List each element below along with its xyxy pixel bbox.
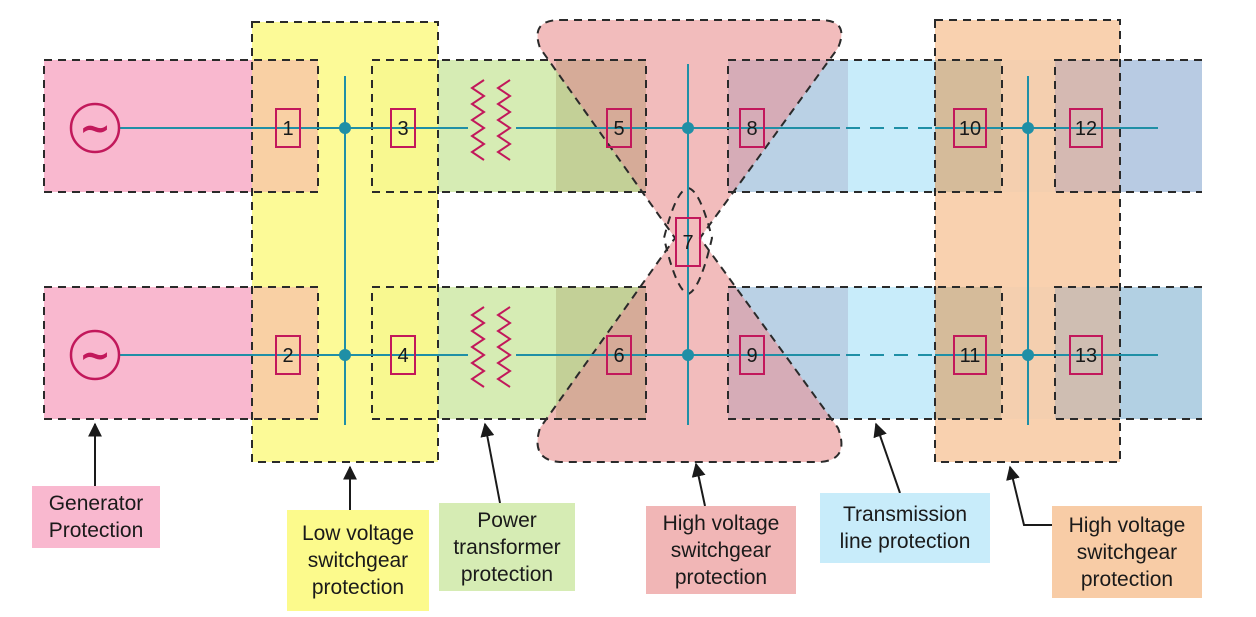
breaker-13: 13	[1069, 335, 1103, 375]
breaker-box	[275, 335, 301, 375]
label-low-voltage-switchgear-protection: Low voltage switchgear protection	[287, 510, 429, 611]
transformer-top	[470, 79, 512, 161]
breaker-box	[675, 217, 701, 267]
junction-dots	[339, 122, 1034, 361]
junction-dot	[339, 349, 351, 361]
zone-outlines	[43, 19, 1202, 463]
breaker-box	[739, 335, 765, 375]
arrow-transmission	[873, 422, 901, 494]
breaker-8: 8	[739, 108, 765, 148]
transformer-bottom	[470, 306, 512, 388]
label-generator-protection: Generator Protection	[32, 486, 160, 548]
breaker-label: 7	[682, 232, 693, 254]
zone-overlap-hv-trans-bottom	[728, 287, 848, 419]
zone-overlap-trans-hvr-bottom	[935, 287, 1001, 419]
breaker-label: 4	[397, 345, 408, 367]
zone-far-right-bottom-outline	[1054, 286, 1202, 420]
breaker-label: 2	[282, 345, 293, 367]
zone-transmission-end-top	[1055, 60, 1202, 192]
zone-generator-bottom-overlap	[252, 287, 318, 419]
zone-high-voltage-center-outline	[536, 19, 843, 463]
breaker-11: 11	[953, 335, 987, 375]
breaker-label: 6	[613, 345, 624, 367]
arrow-high-voltage-center	[691, 462, 706, 507]
breaker-label: 8	[746, 118, 757, 140]
breaker-label: 9	[746, 345, 757, 367]
breaker-box	[1069, 335, 1103, 375]
arrows	[88, 422, 1052, 526]
breaker-6: 6	[606, 335, 632, 375]
zone-transmission-end-bottom	[1055, 287, 1202, 419]
zone-high-voltage-right-outline	[934, 19, 1121, 463]
label-high-voltage-switchgear-protection-right: High voltage switchgear protection	[1052, 506, 1202, 598]
zone-transmission-bottom-outline	[727, 286, 1003, 420]
breaker-label: 13	[1075, 345, 1097, 367]
generator-symbol: ~	[79, 106, 111, 150]
junction-dot	[1022, 349, 1034, 361]
zone-generator-top-overlap	[252, 60, 318, 192]
breaker-box	[953, 335, 987, 375]
breaker-box	[390, 335, 416, 375]
breaker-label: 1	[282, 118, 293, 140]
generator-bottom: ~	[69, 329, 121, 381]
breaker-10: 10	[953, 108, 987, 148]
junction-dot	[682, 122, 694, 134]
zone-high-voltage-center-fill	[537, 20, 842, 462]
zone-transformer-bottom-outline	[371, 286, 647, 420]
breakers: 1 2 3 4 5 6 7 8	[275, 108, 1103, 375]
breaker-12: 12	[1069, 108, 1103, 148]
breaker-box	[739, 108, 765, 148]
breaker-7: 7	[675, 217, 701, 267]
breaker-3: 3	[390, 108, 416, 148]
generator-icon	[69, 329, 121, 381]
label-power-transformer-protection: Power transformer protection	[439, 503, 575, 591]
breaker-box	[275, 108, 301, 148]
generator-symbol: ~	[79, 333, 111, 377]
zone-overlap-tx-hv-bottom	[556, 287, 646, 419]
junction-dot	[682, 349, 694, 361]
transformer-winding-icon	[496, 306, 512, 388]
transformer-winding-icon	[470, 79, 486, 161]
generator-top: ~	[69, 102, 121, 154]
zone-far-right-top-outline	[1054, 59, 1202, 193]
arrow-transformer	[480, 422, 501, 504]
junction-dot	[1022, 122, 1034, 134]
transformer-winding-icon	[470, 306, 486, 388]
label-high-voltage-switchgear-protection-center: High voltage switchgear protection	[646, 506, 796, 594]
zone-overlap-tx-hv-top	[556, 60, 646, 192]
zone-generator-top-outline	[43, 59, 319, 193]
breaker-box	[606, 335, 632, 375]
breaker-9: 9	[739, 335, 765, 375]
breaker-label: 3	[397, 118, 408, 140]
junction-dot	[339, 122, 351, 134]
zone-transmission-top-outline	[727, 59, 1003, 193]
breaker-label: 10	[959, 118, 981, 140]
breaker-label: 5	[613, 118, 624, 140]
generator-icon	[69, 102, 121, 154]
zone-transformer-top-outline	[371, 59, 647, 193]
arrow-high-voltage-right	[1006, 465, 1052, 526]
breaker-2: 2	[275, 335, 301, 375]
label-transmission-line-protection: Transmission line protection	[820, 493, 990, 563]
breaker-box	[606, 108, 632, 148]
breaker-5: 5	[606, 108, 632, 148]
breaker-label: 11	[960, 345, 981, 367]
breaker-4: 4	[390, 335, 416, 375]
breaker-box	[390, 108, 416, 148]
zone-overlap-trans-hvr-top	[935, 60, 1001, 192]
breaker-box	[1069, 108, 1103, 148]
transformer-winding-icon	[496, 79, 512, 161]
zone-generator-bottom-outline	[43, 286, 319, 420]
breaker-label: 12	[1075, 118, 1097, 140]
breaker-box	[953, 108, 987, 148]
zone-overlap-hv-trans-top	[728, 60, 848, 192]
zone-low-voltage-outline	[251, 21, 439, 463]
breaker-1: 1	[275, 108, 301, 148]
